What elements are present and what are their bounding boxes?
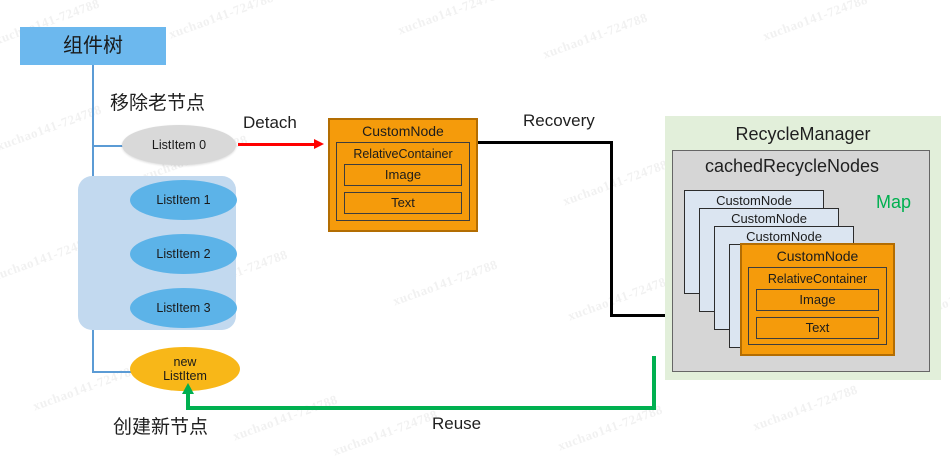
caption-create-new-node: 创建新节点 <box>113 417 209 438</box>
recovery-edge-label: Recovery <box>523 111 595 130</box>
detach-arrow-line <box>238 143 316 146</box>
text-slot: Text <box>344 191 462 214</box>
recycle-manager-title: RecycleManager <box>735 124 871 144</box>
customnode-title: CustomNode <box>362 123 444 139</box>
reuse-arrow-h <box>186 406 656 410</box>
detach-edge-label: Detach <box>243 113 297 132</box>
image-slot: Image <box>344 163 462 186</box>
watermark: xuchao141-724788 <box>750 381 860 434</box>
reuse-arrow-v-right <box>652 356 656 410</box>
listitem-0-label: ListItem 0 <box>151 137 207 152</box>
watermark: xuchao141-724788 <box>760 0 870 44</box>
customnode-detached[interactable]: CustomNode RelativeContainer Image Text <box>328 118 478 232</box>
relativecontainer-box-cached: RelativeContainer Image Text <box>748 266 887 345</box>
component-tree-root-label: 组件树 <box>63 35 123 57</box>
watermark: xuchao141-724788 <box>330 406 440 458</box>
watermark: xuchao141-724788 <box>230 391 340 444</box>
cached-recycle-nodes-title: cachedRecycleNodes <box>704 156 880 176</box>
cached-node-card-2-label: CustomNode <box>731 211 807 226</box>
watermark: xuchao141-724788 <box>30 361 140 414</box>
listitem-1-label: ListItem 1 <box>156 192 211 207</box>
watermark: xuchao141-724788 <box>560 156 670 209</box>
cached-node-card-3-label: CustomNode <box>746 229 822 244</box>
relativecontainer-title: RelativeContainer <box>353 146 453 161</box>
new-listitem-label-line2: ListItem <box>163 369 207 383</box>
watermark: xuchao141-724788 <box>0 101 104 154</box>
listitem-1-node[interactable]: ListItem 1 <box>130 180 237 220</box>
listitem-0-node[interactable]: ListItem 0 <box>122 125 236 165</box>
customnode-cached-title: CustomNode <box>776 248 859 264</box>
watermark: xuchao141-724788 <box>395 0 505 38</box>
detach-arrow-head-icon <box>314 139 324 149</box>
relativecontainer-box: RelativeContainer Image Text <box>336 141 470 221</box>
map-label: Map <box>876 192 912 212</box>
recovery-arrow-v <box>610 141 613 317</box>
listitem-3-node[interactable]: ListItem 3 <box>130 288 237 328</box>
tree-branch-new-listitem <box>92 371 134 373</box>
watermark: xuchao141-724788 <box>390 256 500 309</box>
watermark: xuchao141-724788 <box>166 0 276 42</box>
reuse-arrow-head-icon <box>182 383 194 394</box>
text-slot-cached: Text <box>756 316 879 339</box>
cached-node-card-1-label: CustomNode <box>716 193 792 208</box>
reuse-edge-label: Reuse <box>432 414 482 433</box>
tree-branch-listitem0 <box>92 145 130 147</box>
watermark: xuchao141-724788 <box>540 9 650 62</box>
listitem-2-label: ListItem 2 <box>156 246 211 261</box>
component-tree-root[interactable]: 组件树 <box>20 27 166 65</box>
customnode-cached[interactable]: CustomNode RelativeContainer Image Text <box>740 243 895 356</box>
relativecontainer-cached-title: RelativeContainer <box>767 271 868 286</box>
recovery-arrow-h1 <box>478 141 613 144</box>
image-slot-cached: Image <box>756 288 879 311</box>
listitem-3-label: ListItem 3 <box>156 300 211 315</box>
caption-remove-old-node: 移除老节点 <box>110 93 206 114</box>
new-listitem-label-line1: new <box>173 354 197 369</box>
reuse-arrow-v-left <box>186 392 190 410</box>
listitem-2-node[interactable]: ListItem 2 <box>130 234 237 274</box>
